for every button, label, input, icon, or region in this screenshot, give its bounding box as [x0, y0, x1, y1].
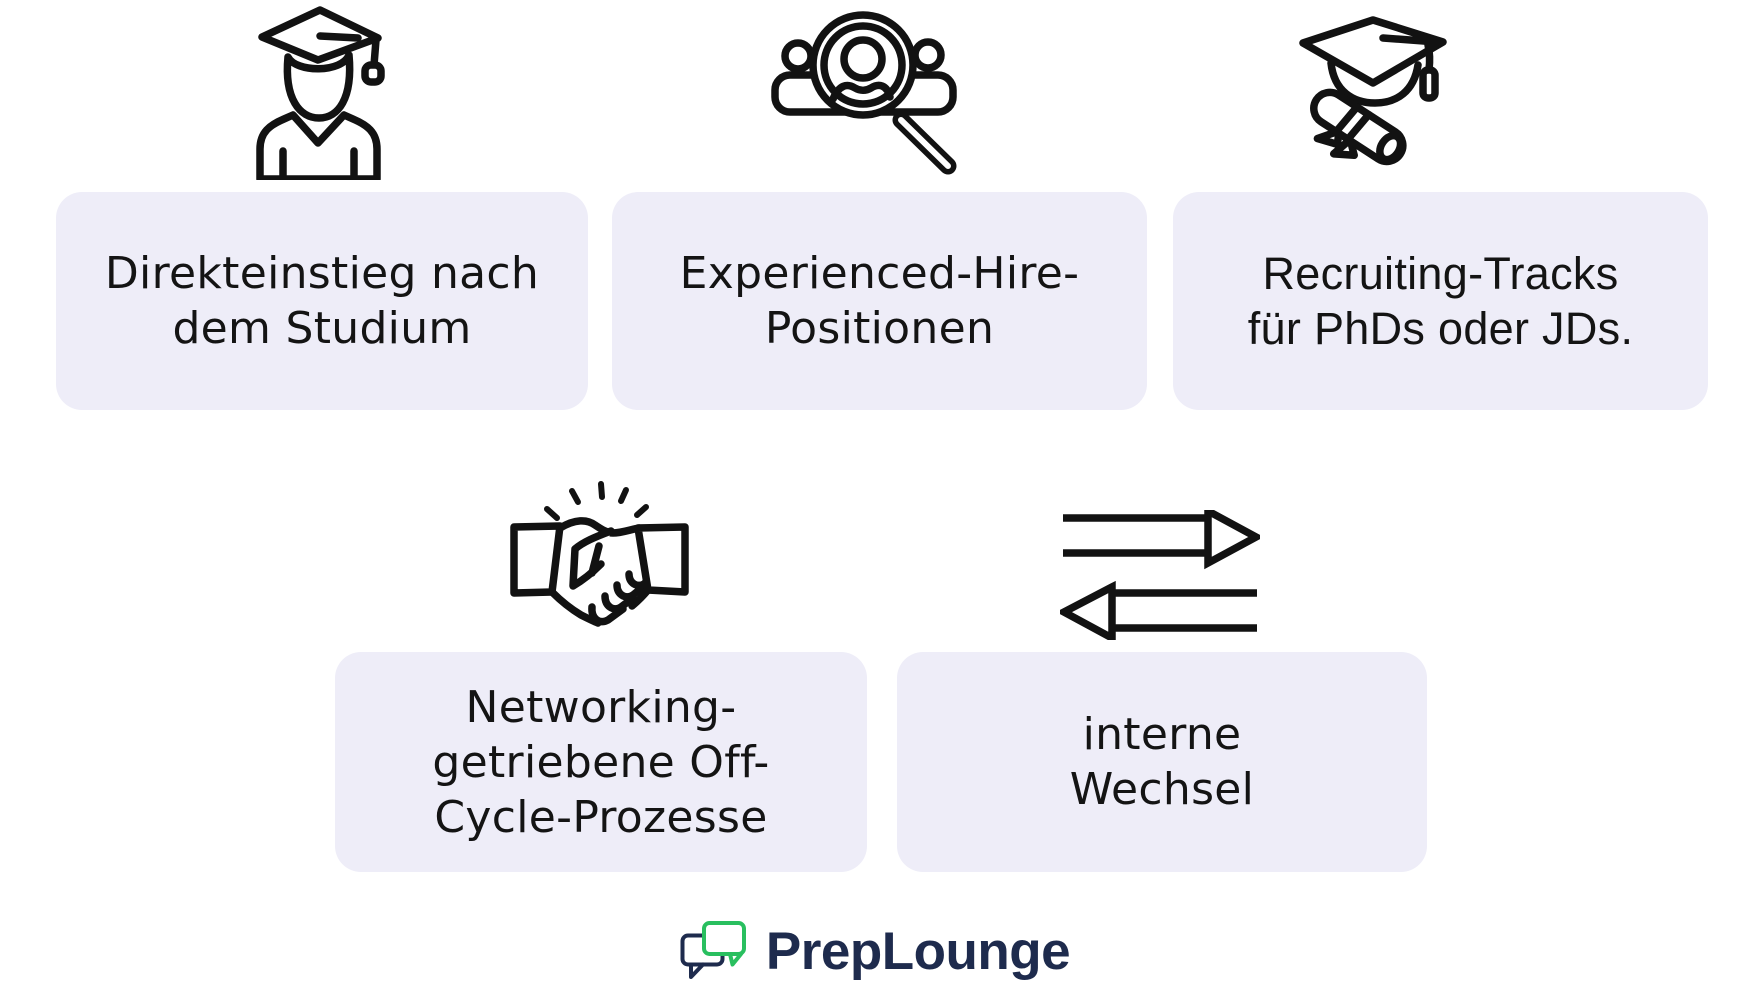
chat-bubbles-icon: [680, 921, 746, 979]
card-recruiting-tracks: Recruiting-Tracks für PhDs oder JDs.: [1173, 192, 1708, 410]
preplounge-wordmark: PrepLounge: [765, 921, 1071, 981]
card-networking-off-cycle: Networking- getriebene Off- Cycle-Prozes…: [335, 652, 867, 872]
transfer-arrows-icon: [1060, 510, 1260, 640]
graduation-diploma-icon: [1299, 16, 1447, 166]
card-text-line: Cycle-Prozesse: [434, 791, 768, 843]
card-text-line: für PhDs oder JDs.: [1247, 303, 1634, 354]
card-text-line: Experienced-Hire-: [679, 248, 1080, 299]
candidate-search-icon: [771, 11, 957, 175]
handshake-icon: [510, 481, 689, 627]
card-text-line: Networking-: [465, 681, 737, 733]
card-text-line: dem Studium: [172, 303, 472, 354]
preplounge-logo: PrepLounge: [0, 916, 1750, 986]
card-experienced-hire: Experienced-Hire- Positionen: [612, 192, 1147, 410]
card-text-line: getriebene Off-: [432, 736, 770, 788]
graduate-student-icon: [256, 6, 385, 180]
card-direct-entry: Direkteinstieg nach dem Studium: [56, 192, 588, 410]
card-text-line: interne: [1082, 709, 1242, 760]
card-text-line: Direkteinstieg nach: [104, 248, 540, 299]
card-text-line: Wechsel: [1069, 764, 1255, 815]
card-text-line: Recruiting-Tracks: [1262, 248, 1619, 299]
card-text-line: Positionen: [764, 303, 995, 354]
card-internal-transfer: interne Wechsel: [897, 652, 1427, 872]
